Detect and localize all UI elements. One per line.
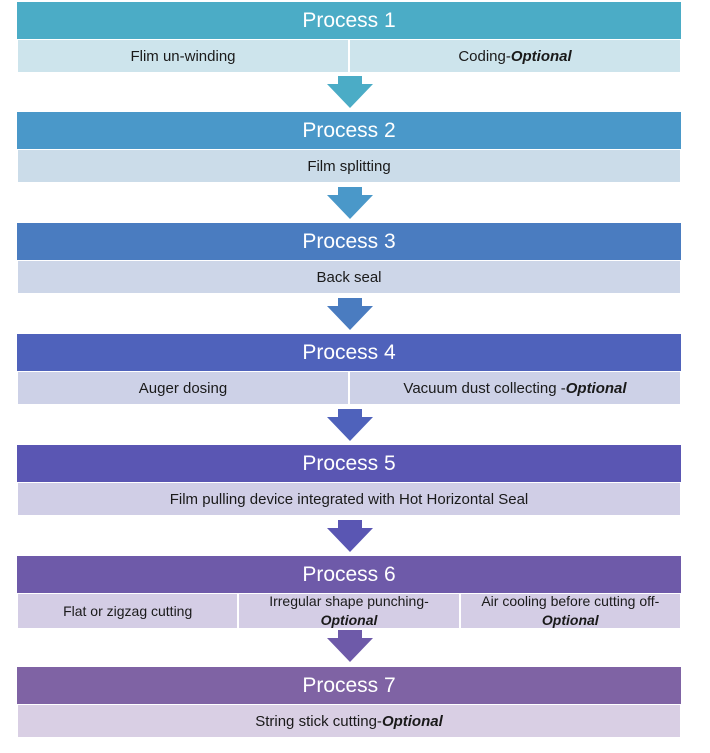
process-4-step-1-text: Auger dosing (138, 379, 228, 397)
process-5-step-1: Film pulling device integrated with Hot … (18, 483, 680, 515)
process-5: Process 5 Film pulling device integrated… (17, 445, 681, 516)
process-4-step-2: Vacuum dust collecting -Optional (348, 372, 680, 404)
process-6-step-1-text: Flat or zigzag cutting (63, 602, 193, 619)
process-7-title: Process 7 (17, 667, 681, 704)
down-arrow-icon (327, 520, 373, 552)
process-4-step-1: Auger dosing (18, 372, 348, 404)
optional-label: Optional (541, 612, 599, 628)
process-7-body: String stick cutting-Optional (17, 704, 681, 738)
process-1-step-2: Coding-Optional (348, 40, 680, 72)
optional-label: Optional (320, 612, 378, 628)
down-arrow-icon (327, 409, 373, 441)
process-7-step-1-text: String stick cutting- (255, 712, 382, 730)
process-6: Process 6 Flat or zigzag cutting Irregul… (17, 556, 681, 629)
process-6-step-2-text: Irregular shape punching- (269, 593, 429, 609)
down-arrow-icon (327, 187, 373, 219)
process-3-title: Process 3 (17, 223, 681, 260)
process-6-step-3-text: Air cooling before cutting off- (481, 593, 660, 609)
process-1-step-1: Flim un-winding (18, 40, 348, 72)
process-4-body: Auger dosing Vacuum dust collecting -Opt… (17, 371, 681, 405)
process-6-body: Flat or zigzag cutting Irregular shape p… (17, 593, 681, 629)
process-1-step-2-text: Coding- (458, 47, 511, 65)
process-6-step-3: Air cooling before cutting off- Optional (458, 593, 680, 628)
process-7-step-1: String stick cutting-Optional (18, 705, 680, 737)
process-5-body: Film pulling device integrated with Hot … (17, 482, 681, 516)
process-5-step-1-text: Film pulling device integrated with Hot … (169, 490, 529, 508)
optional-label: Optional (381, 712, 443, 730)
process-3-body: Back seal (17, 260, 681, 294)
process-2-body: Film splitting (17, 149, 681, 183)
process-1-title: Process 1 (17, 2, 681, 39)
process-3-step-1-text: Back seal (316, 268, 382, 286)
down-arrow-icon (327, 630, 373, 662)
process-2-step-1: Film splitting (18, 150, 680, 182)
optional-label: Optional (565, 379, 627, 397)
process-4-step-2-text: Vacuum dust collecting - (403, 379, 566, 397)
process-1-body: Flim un-winding Coding-Optional (17, 39, 681, 73)
process-4-title: Process 4 (17, 334, 681, 371)
process-2: Process 2 Film splitting (17, 112, 681, 183)
process-4: Process 4 Auger dosing Vacuum dust colle… (17, 334, 681, 405)
process-7: Process 7 String stick cutting-Optional (17, 667, 681, 738)
process-1: Process 1 Flim un-winding Coding-Optiona… (17, 2, 681, 73)
process-1-step-1-text: Flim un-winding (130, 47, 236, 65)
process-3-step-1: Back seal (18, 261, 680, 293)
optional-label: Optional (510, 47, 572, 65)
process-6-step-2: Irregular shape punching- Optional (237, 593, 459, 628)
process-6-title: Process 6 (17, 556, 681, 593)
process-3: Process 3 Back seal (17, 223, 681, 294)
process-6-step-1: Flat or zigzag cutting (18, 594, 238, 628)
process-2-title: Process 2 (17, 112, 681, 149)
process-5-title: Process 5 (17, 445, 681, 482)
down-arrow-icon (327, 76, 373, 108)
down-arrow-icon (327, 298, 373, 330)
process-2-step-1-text: Film splitting (307, 157, 391, 175)
